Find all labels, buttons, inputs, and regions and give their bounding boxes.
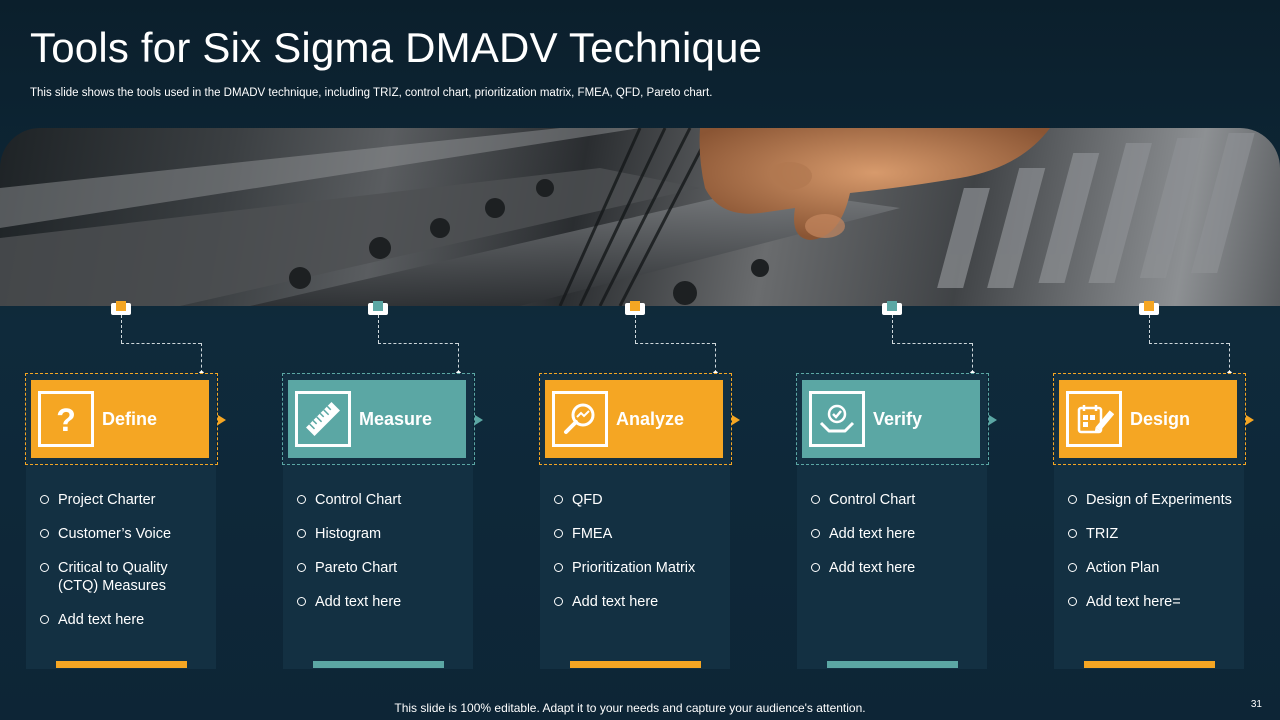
phase-label: Define	[102, 408, 158, 429]
tool-list: Control Chart Add text here Add text her…	[811, 491, 981, 593]
list-item: Add text here	[40, 611, 210, 629]
accent-bar	[1084, 661, 1215, 668]
phase-header: Measure	[288, 380, 466, 458]
connector-line	[715, 343, 716, 373]
list-item: Add text here	[297, 593, 467, 611]
list-item: FMEA	[554, 525, 724, 543]
page-title: Tools for Six Sigma DMADV Technique	[30, 24, 763, 71]
connector-line	[378, 343, 458, 344]
accent-bar	[827, 661, 958, 668]
list-item: Histogram	[297, 525, 467, 543]
tool-list: QFD FMEA Prioritization Matrix Add text …	[554, 491, 724, 627]
tool-list: Project Charter Customer’s Voice Critica…	[40, 491, 210, 645]
connector-line	[201, 343, 202, 373]
connector-line	[1149, 343, 1229, 344]
phase-label: Verify	[873, 408, 923, 429]
phase-header: Design	[1059, 380, 1237, 458]
list-item: Critical to Quality (CTQ) Measures	[40, 559, 210, 595]
arrow-right-icon	[475, 415, 483, 425]
page-number: 31	[1250, 699, 1262, 710]
connector-line	[635, 343, 715, 344]
phase-label: Measure	[359, 408, 433, 429]
connector-line	[121, 315, 122, 343]
accent-bar	[313, 661, 444, 668]
question-icon: ?	[38, 391, 94, 447]
phase-label: Analyze	[616, 408, 685, 429]
connector-line	[1229, 343, 1230, 373]
connector-marker	[625, 301, 645, 315]
header-frame: Analyze	[539, 373, 740, 465]
phase-card: Project Charter Customer’s Voice Critica…	[25, 373, 226, 669]
list-item: Customer’s Voice	[40, 525, 210, 543]
connector-line	[378, 315, 379, 343]
connector-marker	[368, 301, 388, 315]
phase-card: Control Chart Histogram Pareto Chart Add…	[282, 373, 483, 669]
hand-check-icon	[809, 391, 865, 447]
connector-line	[892, 343, 972, 344]
accent-bar	[570, 661, 701, 668]
connector-marker	[882, 301, 902, 315]
accent-bar	[56, 661, 187, 668]
arrow-right-icon	[218, 415, 226, 425]
list-item: Prioritization Matrix	[554, 559, 724, 577]
header-frame: Measure	[282, 373, 483, 465]
phase-header: Analyze	[545, 380, 723, 458]
connector-line	[972, 343, 973, 373]
machinery-photo-banner	[0, 128, 1280, 306]
list-item: Add text here	[811, 559, 981, 577]
connector-line	[635, 315, 636, 343]
arrow-right-icon	[1246, 415, 1254, 425]
connector-marker	[111, 301, 131, 315]
connector-line	[1149, 315, 1150, 343]
phase-header: Verify	[802, 380, 980, 458]
tool-list: Design of Experiments TRIZ Action Plan A…	[1068, 491, 1238, 627]
header-frame: ? Define	[25, 373, 226, 465]
design-pencil-icon	[1066, 391, 1122, 447]
list-item: Add text here	[811, 525, 981, 543]
arrow-right-icon	[989, 415, 997, 425]
list-item: Action Plan	[1068, 559, 1238, 577]
list-item: Design of Experiments	[1068, 491, 1238, 509]
list-item: Control Chart	[297, 491, 467, 509]
header-frame: Verify	[796, 373, 997, 465]
connector-line	[458, 343, 459, 373]
connector-marker	[1139, 301, 1159, 315]
ruler-icon	[295, 391, 351, 447]
header-frame: Design	[1053, 373, 1254, 465]
svg-text:?: ?	[56, 402, 76, 438]
connector-line	[892, 315, 893, 343]
list-item: Add text here=	[1068, 593, 1238, 611]
list-item: QFD	[554, 491, 724, 509]
magnifier-chart-icon	[552, 391, 608, 447]
list-item: TRIZ	[1068, 525, 1238, 543]
phase-card: QFD FMEA Prioritization Matrix Add text …	[539, 373, 740, 669]
arrow-right-icon	[732, 415, 740, 425]
list-item: Control Chart	[811, 491, 981, 509]
tool-list: Control Chart Histogram Pareto Chart Add…	[297, 491, 467, 627]
phase-label: Design	[1130, 408, 1191, 429]
phase-card: Design of Experiments TRIZ Action Plan A…	[1053, 373, 1254, 669]
list-item: Add text here	[554, 593, 724, 611]
phase-card: Control Chart Add text here Add text her…	[796, 373, 997, 669]
connector-line	[121, 343, 201, 344]
page-subtitle: This slide shows the tools used in the D…	[30, 87, 713, 99]
list-item: Pareto Chart	[297, 559, 467, 577]
list-item: Project Charter	[40, 491, 210, 509]
phase-header: ? Define	[31, 380, 209, 458]
footer-note: This slide is 100% editable. Adapt it to…	[394, 701, 866, 715]
